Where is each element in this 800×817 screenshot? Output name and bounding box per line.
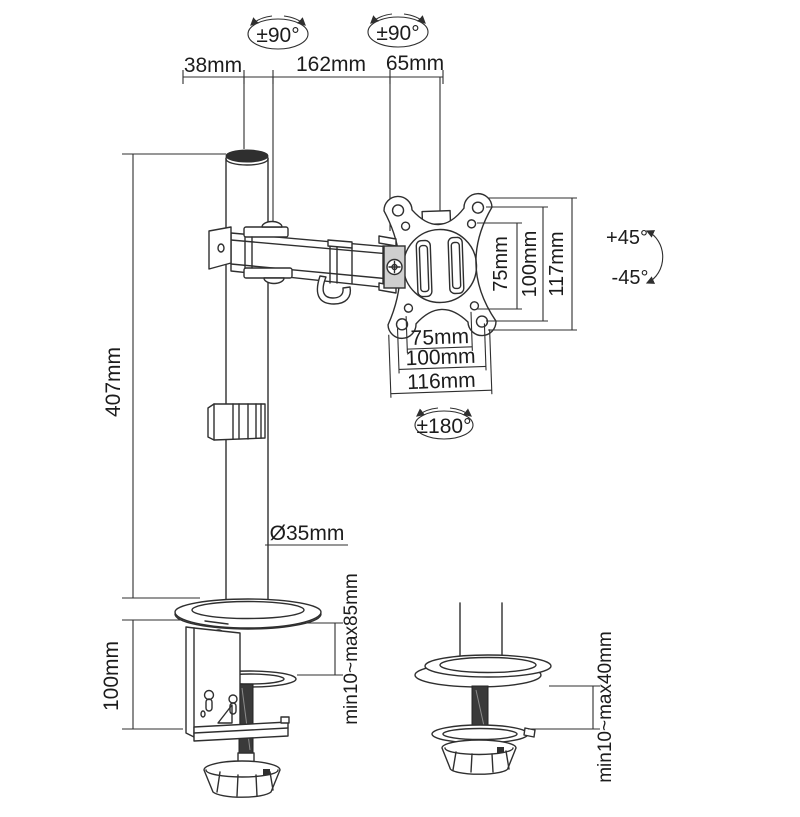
vesa-swivel-label: ±90°	[376, 22, 419, 45]
vesa-h-75: 75mm	[410, 325, 469, 350]
pole-clamp-top-flange	[243, 226, 289, 238]
vesa-plate	[383, 192, 497, 340]
tilt-range-annotation: +45° -45°	[606, 227, 664, 289]
vesa-swivel-badge: ±90°	[367, 13, 429, 48]
pole-height-dimension: 407mm	[102, 153, 228, 599]
dim-label-pole-height: 407mm	[102, 347, 125, 417]
vesa-hole-inner	[466, 219, 477, 229]
top-dimension-line: 38mm 162mm 65mm	[182, 52, 444, 84]
clamp-range-label: min10~max85mm	[341, 573, 362, 725]
tilt-hinge	[378, 235, 406, 294]
pole-clamp-bottom-flange	[243, 267, 293, 279]
pole-cap	[225, 149, 269, 163]
clamp-lower-arm	[193, 721, 289, 742]
vesa-hole-inner	[469, 301, 480, 311]
vesa-v-100: 100mm	[519, 231, 541, 298]
vesa-hole	[471, 201, 485, 214]
vesa-h-100: 100mm	[405, 345, 476, 370]
vesa-v-75: 75mm	[490, 236, 512, 292]
pole-clamp-plate	[208, 226, 232, 270]
cable-clip	[316, 275, 352, 305]
clamp-assembly	[185, 626, 297, 798]
pole-diameter-label: Ø35mm	[270, 522, 345, 545]
arm-slide-tab	[327, 239, 353, 249]
vesa-slot-left	[415, 239, 433, 298]
clamp-range-dimension: min10~max85mm	[297, 573, 362, 725]
desk-base-plate	[174, 598, 322, 630]
grommet-knob-tab	[497, 747, 504, 753]
pole	[225, 149, 269, 605]
tilt-down-label: -45°	[612, 267, 649, 289]
vesa-hole	[391, 204, 405, 217]
vesa-hole-inner	[403, 303, 414, 313]
top-extension-lines	[243, 77, 441, 231]
dim-label-vesa-offset: 65mm	[386, 52, 444, 75]
grommet-assembly	[414, 602, 552, 775]
vesa-h-116: 116mm	[407, 369, 476, 394]
vesa-vertical-dimensions: 75mm 100mm 117mm	[477, 197, 577, 331]
clamp-knob	[203, 760, 281, 798]
grommet-range-label: min10~max40mm	[595, 631, 616, 783]
grommet-plate-upper	[424, 654, 552, 678]
vesa-hole-inner	[400, 221, 411, 231]
vesa-rotation-label: ±180°	[417, 415, 472, 438]
vesa-rotation-badge: ±180°	[414, 407, 474, 440]
arm-swivel-badge: ±90°	[247, 15, 309, 50]
knob-tab	[263, 769, 270, 775]
dim-label-arm-reach: 162mm	[296, 53, 366, 76]
pole-diameter-callout: Ø35mm	[265, 522, 348, 546]
grommet-range-dimension: min10~max40mm	[528, 631, 616, 783]
dim-label-clamp-height: 100mm	[100, 641, 123, 711]
vesa-v-117: 117mm	[546, 231, 568, 296]
vesa-slot-right	[447, 236, 465, 295]
clamp-screw-bottom	[263, 277, 285, 285]
tilt-up-label: +45°	[606, 227, 648, 249]
height-adjust-collar	[207, 403, 266, 441]
dim-label-pole-offset: 38mm	[184, 54, 242, 77]
vesa-hole	[395, 318, 409, 331]
clamp-height-dimension: 100mm	[100, 619, 183, 730]
clamp-screw-top	[261, 220, 283, 228]
arm-swivel-label: ±90°	[256, 24, 299, 47]
vesa-horizontal-dimensions: 75mm 100mm 116mm	[388, 311, 493, 398]
